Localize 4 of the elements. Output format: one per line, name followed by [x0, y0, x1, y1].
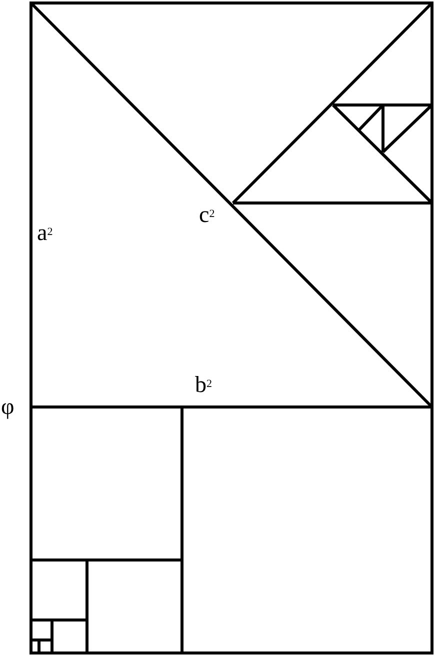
math-label: φ — [1, 393, 14, 421]
math-label: c$^{2}$ — [199, 201, 215, 229]
math-label: b$^{2}$ — [195, 371, 212, 399]
math-label: a$^{2}$ — [37, 219, 53, 247]
